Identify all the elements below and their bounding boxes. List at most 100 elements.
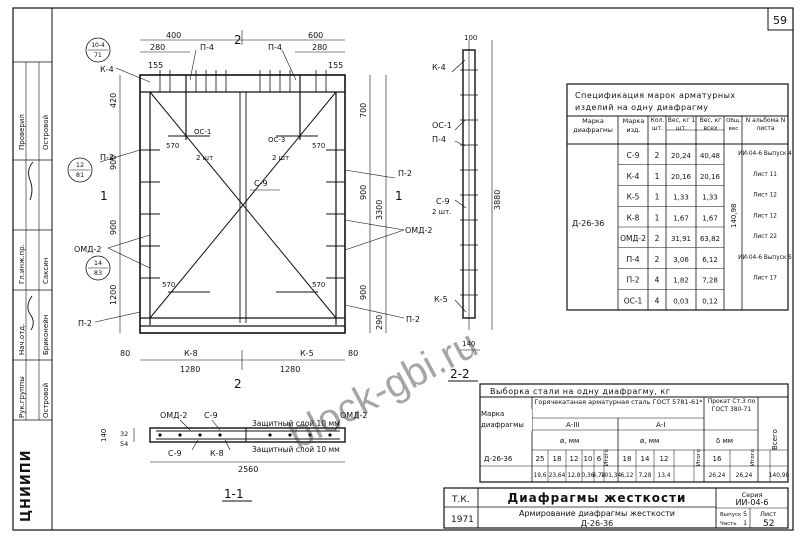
- sec11-label-omd2: ОМД-2: [160, 411, 187, 420]
- steel-h-mark-wrap: Марка диафрагмы: [481, 409, 532, 431]
- spec-h-one-wrap: Вес, кг 1 шт.: [668, 117, 695, 132]
- circle-tag-10-4: 10-4 71: [85, 37, 111, 63]
- spec-h-all: Вес, кг всех: [699, 117, 722, 132]
- tb-sheet-label: Лист: [760, 510, 777, 518]
- tag-14-num: 14: [94, 259, 102, 267]
- strip-role-3: Нач.отд.: [18, 324, 26, 355]
- dim-bottom-1280-right: 1280: [280, 365, 300, 374]
- label-k5: К-5: [300, 349, 314, 358]
- sec22-label-oc1: ОС-1: [432, 121, 452, 130]
- steel-itogo-a3: 101,34: [601, 473, 622, 479]
- sec11-title: 1-1: [224, 487, 244, 501]
- steel-h-a3: А-III: [566, 421, 580, 429]
- spec-row-item: ОМД-2: [620, 234, 646, 243]
- spec-row-qty: 1: [655, 172, 660, 181]
- strip-role-4: Рук.группы: [18, 376, 26, 418]
- steel-val-a3: 19,6: [534, 473, 547, 479]
- spec-row-all: 0,12: [702, 297, 718, 305]
- strip-role-1: Проверил: [18, 114, 26, 150]
- spec-row-all: 1,67: [702, 214, 718, 222]
- tb-sheet: 52: [763, 519, 774, 529]
- spec-row-all: 7,28: [702, 277, 718, 285]
- steel-val-a3: 0,36: [582, 473, 595, 479]
- spec-row-all: 63,82: [700, 235, 720, 243]
- label-570-top-left: 570: [166, 142, 179, 150]
- spec-row-qty: 2: [655, 255, 660, 264]
- sec11-dim-54: 54: [120, 440, 128, 448]
- sec22-label-c9: С-9: [436, 197, 450, 206]
- steel-diam-a3: 18: [553, 455, 562, 463]
- tag-12-num: 12: [76, 161, 84, 169]
- label-oc1-left: ОС-1: [194, 128, 211, 136]
- dim-top-280-left: 280: [150, 43, 165, 52]
- spec-h-total-wrap: Общ. вес: [726, 118, 741, 132]
- steel-val-pr: 26,24: [709, 473, 726, 479]
- left-signature-strip: Проверил Островой Гл.инж.пр. Саксин Нач.…: [13, 61, 52, 522]
- tb-issue: 5: [743, 510, 747, 518]
- spec-row-one: 0,03: [673, 297, 689, 305]
- steel-h-prokat: Прокат Ст.3 по ГОСТ 380-71: [707, 398, 756, 413]
- signature-scribble-1: [28, 161, 34, 201]
- steel-val-a1: 13,4: [658, 473, 671, 479]
- label-oc1-left-qty: 2 шт: [196, 154, 213, 162]
- label-k4: К-4: [100, 65, 114, 74]
- dim-left-420: 420: [109, 93, 118, 108]
- steel-h-mark: Марка диафрагмы: [481, 409, 532, 431]
- label-p2-left-top: П-2: [100, 153, 114, 162]
- organization-stamp: ЦНИИПИ: [19, 450, 34, 522]
- dim-bottom-1280-left: 1280: [180, 365, 200, 374]
- sec11-label-omd2-right: ОМД-2: [340, 411, 367, 420]
- sec11-dim-2560: 2560: [238, 465, 258, 474]
- tb-series-label: Серия: [742, 491, 763, 499]
- spec-row-item: П-2: [626, 276, 639, 285]
- spec-row-one: 20,16: [671, 173, 692, 181]
- label-570-top-right: 570: [312, 142, 325, 150]
- steel-h-a1: А-I: [656, 421, 665, 429]
- spec-row-all: 1,33: [702, 194, 718, 202]
- spec-h-album: N альбома N листа: [745, 117, 786, 132]
- steel-diam-a3: 12: [570, 455, 579, 463]
- sec11-label-c9-bottom: С-9: [168, 449, 182, 458]
- strip-name-4: Островой: [42, 383, 50, 418]
- spec-row-all: 20,16: [700, 173, 721, 181]
- spec-row-qty: 1: [655, 193, 660, 202]
- sec22-label-k5: К-5: [434, 295, 448, 304]
- sec11-dim-140: 140: [100, 429, 108, 442]
- label-omd2-right: ОМД-2: [405, 226, 432, 235]
- spec-row-ref: ИИ-04-6 Выпуск 5: [738, 255, 792, 261]
- spec-row-ref: ИИ-04-6 Выпуск 4: [738, 151, 792, 157]
- page-number: 59: [773, 14, 787, 27]
- steel-h-itogo-a3: Итого: [604, 448, 610, 466]
- steel-diam-a1: 12: [660, 455, 669, 463]
- steel-diam-a1: 14: [641, 455, 650, 463]
- circle-tag-14: 14 83: [85, 255, 111, 281]
- sec22-label-k4: К-4: [432, 63, 446, 72]
- steel-h-itogo-pr: Итого: [750, 448, 756, 466]
- tag-12-den: 81: [76, 171, 84, 179]
- steel-h-phi-a1: ø, мм: [640, 437, 659, 445]
- spec-row-item: К-4: [627, 172, 640, 181]
- spec-h-qty-wrap: Кол. шт.: [651, 117, 665, 132]
- spec-row-qty: 4: [655, 276, 660, 285]
- sec22-label-c9-qty: 2 шт.: [432, 208, 451, 216]
- sec11-cover-bottom: Защитный слой 10 мм: [252, 445, 340, 454]
- section-2-2: 100 3880 140 К-4 ОС-1 П-4 С-9 2 шт. К-5 …: [432, 34, 502, 382]
- dim-right-290: 290: [375, 315, 384, 330]
- dim-right-700: 700: [359, 103, 368, 118]
- tb-issue-label: Выпуск: [720, 512, 742, 518]
- tag-10-4-num: 10-4: [91, 42, 105, 49]
- steel-diam-a3: 6: [597, 455, 602, 463]
- label-c9: С-9: [254, 179, 268, 188]
- watermark: block-gbi.ru: [281, 322, 484, 458]
- steel-diam-a1: 18: [623, 455, 632, 463]
- spec-h-total: Общ. вес: [726, 118, 741, 132]
- steel-table: Выборка стали на одну диафрагму, кг Марк…: [479, 383, 789, 483]
- steel-h-prokat-wrap: Прокат Ст.3 по ГОСТ 380-71: [707, 398, 756, 413]
- steel-h-itogo-a1: Итого: [696, 448, 702, 466]
- spec-row-qty: 2: [655, 151, 660, 160]
- panel-outline: [139, 74, 346, 334]
- label-p4-left: П-4: [200, 43, 214, 52]
- strip-name-1: Островой: [42, 115, 50, 150]
- tb-series: ИИ-04-6: [735, 498, 768, 507]
